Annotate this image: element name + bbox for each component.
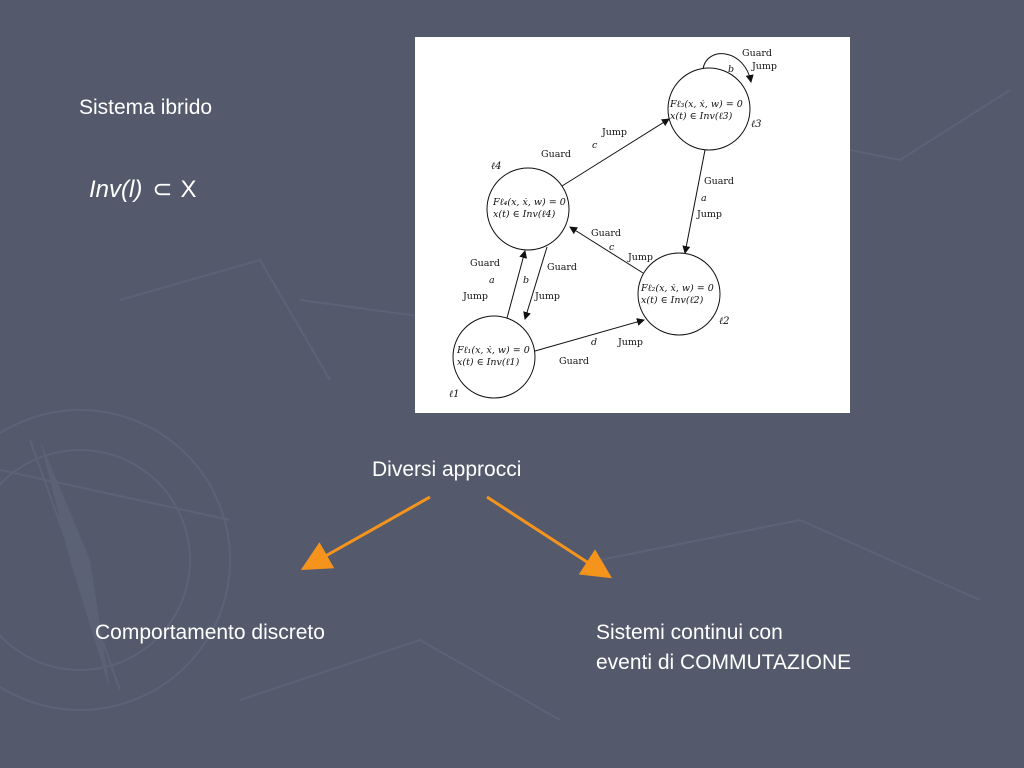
approaches-label: Diversi approcci bbox=[372, 458, 522, 481]
edge-l4-l3-jump: Jump bbox=[601, 127, 627, 138]
edge-l1-l2-jump: Jump bbox=[617, 337, 643, 348]
state-l2-label: ℓ2 bbox=[719, 316, 730, 327]
state-l1-eq2: x(t) ∈ Inv(ℓ1) bbox=[457, 357, 520, 368]
inv-subset-expression: Inv(l) ⊂ X bbox=[89, 175, 196, 205]
edge-l1-l4-guard: Guard bbox=[470, 258, 500, 269]
edge-l4-l3-guard: Guard bbox=[541, 149, 571, 160]
automaton-diagram: Fℓ₃(x, ẋ, w) = 0 x(t) ∈ Inv(ℓ3) Fℓ₄(x, ẋ… bbox=[449, 48, 777, 400]
state-l2-eq1: Fℓ₂(x, ẋ, w) = 0 bbox=[640, 283, 714, 294]
edge-l1-l2-guard: Guard bbox=[559, 356, 589, 367]
state-l1-label: ℓ1 bbox=[449, 389, 460, 400]
state-space-x: X bbox=[180, 176, 197, 203]
subset-symbol: ⊂ bbox=[152, 176, 173, 203]
switching-systems-label: Sistemi continui con eventi di COMMUTAZI… bbox=[596, 618, 916, 678]
edge-l3-l2-event: a bbox=[701, 193, 707, 204]
state-l2-circle bbox=[637, 252, 721, 336]
state-l3-label: ℓ3 bbox=[751, 119, 762, 130]
inv-function: Inv(l) bbox=[89, 176, 143, 203]
edge-l2-l4-guard: Guard bbox=[591, 228, 621, 239]
state-l1-circle bbox=[452, 315, 536, 399]
switching-systems-line-2: eventi di COMMUTAZIONE bbox=[596, 651, 852, 674]
edge-l1-l2-event: d bbox=[591, 337, 597, 348]
edge-l2-l4-jump: Jump bbox=[627, 252, 653, 263]
edge-l1-l4-jump: Jump bbox=[462, 291, 488, 302]
state-l4-eq2: x(t) ∈ Inv(ℓ4) bbox=[493, 209, 556, 220]
edge-l1-l4-event: a bbox=[489, 275, 495, 286]
state-l2-eq2: x(t) ∈ Inv(ℓ2) bbox=[641, 295, 704, 306]
slide-title: Sistema ibrido bbox=[79, 96, 213, 119]
edge-l2-l4 bbox=[569, 226, 644, 274]
edge-l3-l2 bbox=[682, 149, 706, 254]
edge-l4-l3-event: c bbox=[592, 140, 598, 151]
state-l4-label: ℓ4 bbox=[491, 161, 502, 172]
edge-l4-l1-event: b bbox=[523, 275, 529, 286]
edge-l3-self-guard: Guard bbox=[742, 48, 772, 59]
state-l3-eq1: Fℓ₃(x, ẋ, w) = 0 bbox=[669, 99, 743, 110]
edge-l3-self bbox=[702, 53, 754, 83]
edge-l3-l2-jump: Jump bbox=[696, 209, 722, 220]
edge-l3-l2-guard: Guard bbox=[704, 176, 734, 187]
edge-l3-self-jump: Jump bbox=[751, 61, 777, 72]
edge-l4-l1-jump: Jump bbox=[534, 291, 560, 302]
edge-l4-l1-guard: Guard bbox=[547, 262, 577, 273]
state-l4-eq1: Fℓ₄(x, ẋ, w) = 0 bbox=[492, 197, 566, 208]
edge-l1-l2 bbox=[534, 318, 645, 352]
edge-l2-l4-event: c bbox=[609, 242, 615, 253]
hybrid-automaton-figure: Fℓ₃(x, ẋ, w) = 0 x(t) ∈ Inv(ℓ3) Fℓ₄(x, ẋ… bbox=[415, 37, 850, 413]
switching-systems-line-1: Sistemi continui con bbox=[596, 621, 783, 644]
edge-l4-l3 bbox=[561, 118, 670, 187]
edge-l4-l1 bbox=[523, 246, 548, 320]
edge-l1-l4 bbox=[506, 250, 528, 319]
state-l1-eq1: Fℓ₁(x, ẋ, w) = 0 bbox=[456, 345, 530, 356]
state-l3-eq2: x(t) ∈ Inv(ℓ3) bbox=[670, 111, 733, 122]
discrete-behaviour-label: Comportamento discreto bbox=[95, 621, 325, 644]
edge-l3-self-event: b bbox=[728, 64, 734, 75]
state-l3-circle bbox=[667, 67, 751, 151]
state-l4-circle bbox=[486, 167, 570, 251]
